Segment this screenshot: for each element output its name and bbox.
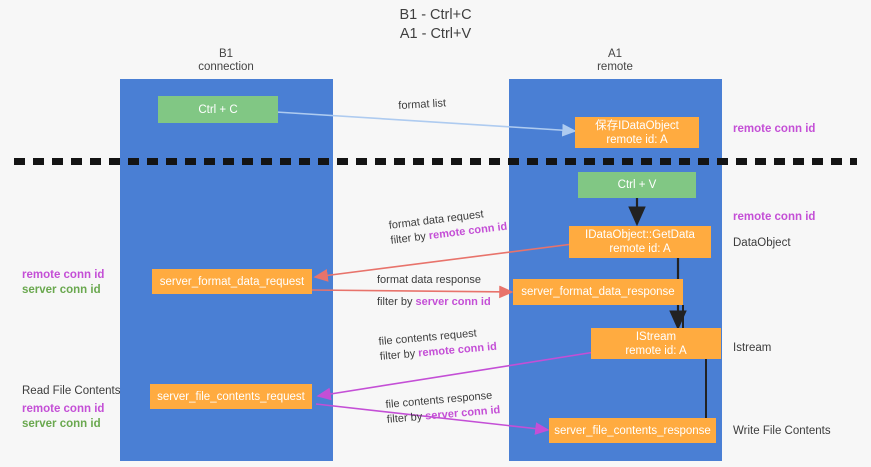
node-idataobject-getdata-sub: remote id: A [609, 243, 671, 255]
annotation-istream: Istream [733, 342, 772, 354]
title-line-2: A1 - Ctrl+V [399, 26, 472, 42]
node-server-format-data-response[interactable]: server_format_data_response [513, 279, 683, 305]
column-header-b1-name: B1 [218, 48, 234, 60]
node-ctrl-v-label: Ctrl + V [617, 179, 657, 191]
annotation-right-top-remote-conn-id: remote conn id [733, 123, 816, 135]
edge-label-format-data-response: format data response filter by server co… [377, 273, 491, 310]
filter-prefix: filter by [377, 296, 416, 308]
node-server-file-contents-request[interactable]: server_file_contents_request [150, 384, 312, 409]
node-idataobject-getdata[interactable]: IDataObject::GetData remote id: A [569, 226, 711, 258]
edge-label-format-data-response-text: format data response [377, 274, 481, 286]
edge-format-data-request [313, 243, 574, 282]
annotation-left-remote-conn-id: remote conn id [22, 269, 105, 281]
node-store-idataobject-sub: remote id: A [606, 133, 668, 146]
edge-file-contents-response [315, 403, 550, 435]
node-store-idataobject[interactable]: 保存IDataObject remote id: A [575, 117, 699, 148]
edge-format-list [275, 111, 577, 137]
node-ctrl-c[interactable]: Ctrl + C [158, 96, 278, 123]
annotation-read-file-contents: Read File Contents [22, 385, 121, 397]
node-server-format-data-request-label: server_format_data_request [159, 275, 305, 288]
annotation-write-file-contents: Write File Contents [733, 425, 831, 437]
edge-label-format-data-response-filter: filter by server conn id [377, 295, 491, 310]
annotation-left-bottom-server-conn-id: server conn id [22, 418, 101, 430]
node-istream-label: IStream [635, 330, 677, 343]
node-store-idataobject-label: 保存IDataObject [595, 119, 679, 132]
node-server-file-contents-response[interactable]: server_file_contents_response [549, 418, 716, 443]
filter-prefix: filter by [386, 410, 426, 426]
node-istream-sub: remote id: A [625, 344, 687, 357]
column-header-a1: A1 remote [535, 48, 695, 74]
annotation-left-bottom-remote-conn-id: remote conn id [22, 403, 105, 415]
node-server-format-data-request[interactable]: server_format_data_request [152, 269, 312, 294]
filter-prefix: filter by [379, 347, 419, 363]
column-header-a1-name: A1 [607, 48, 623, 60]
phase-divider [14, 158, 857, 165]
filter-prefix: filter by [389, 230, 430, 247]
edge-label-format-list-text: format list [398, 97, 447, 112]
title-line-1: B1 - Ctrl+C [399, 7, 472, 23]
edge-format-data-response [311, 285, 514, 299]
page-title: B1 - Ctrl+C A1 - Ctrl+V [0, 6, 871, 44]
node-server-format-data-response-label: server_format_data_response [521, 286, 675, 298]
edge-label-format-list: format list [398, 96, 446, 114]
node-istream[interactable]: IStream remote id: A [591, 328, 721, 359]
node-ctrl-c-label: Ctrl + C [198, 103, 238, 116]
annotation-right-mid-remote-conn-id: remote conn id [733, 211, 816, 223]
node-server-file-contents-request-label: server_file_contents_request [157, 390, 305, 403]
node-server-file-contents-response-label: server_file_contents_response [554, 424, 711, 437]
column-header-b1-role: connection [198, 61, 254, 73]
filter-key: server conn id [415, 296, 491, 308]
node-idataobject-getdata-label: IDataObject::GetData [585, 229, 695, 241]
column-header-b1: B1 connection [146, 48, 306, 74]
column-header-a1-role: remote [597, 61, 633, 73]
edge-file-contents-request [316, 351, 596, 401]
annotation-left-server-conn-id: server conn id [22, 284, 101, 296]
node-ctrl-v[interactable]: Ctrl + V [578, 172, 696, 198]
annotation-dataobject: DataObject [733, 237, 791, 249]
